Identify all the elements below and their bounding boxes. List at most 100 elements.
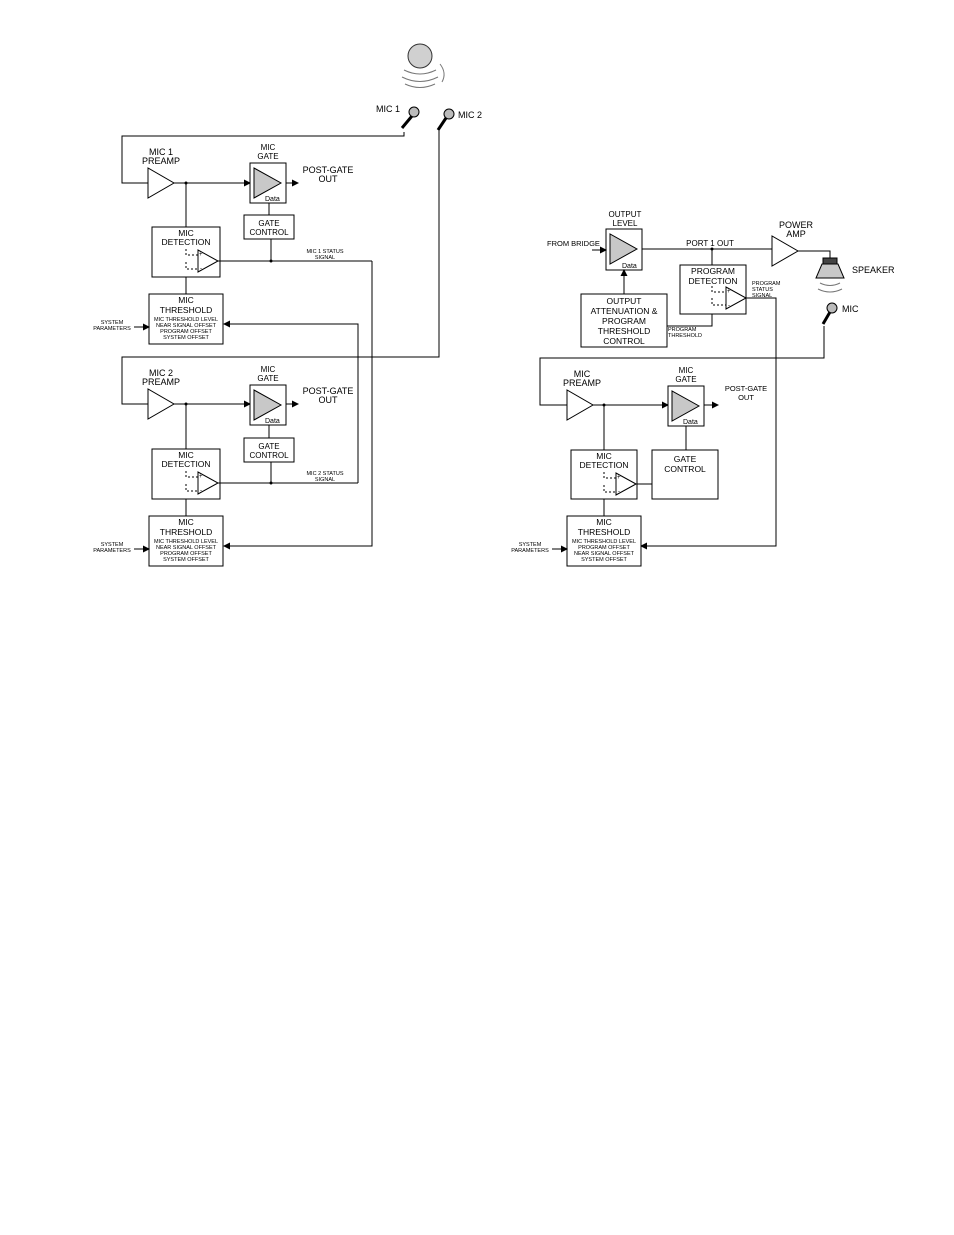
mic-2-detection-line2: DETECTION — [161, 459, 210, 469]
output-attenuation-line3: PROGRAM — [602, 316, 646, 326]
right-threshold-param-1: MIC THRESHOLD LEVEL — [572, 539, 636, 545]
program-detection-box — [679, 264, 747, 315]
output-attenuation-line5: CONTROL — [603, 336, 645, 346]
right-mic-gate-line2: GATE — [675, 375, 696, 384]
mic-2-threshold-line1: MIC — [178, 517, 194, 527]
left-diagram: MIC 1 MIC 2 MIC 1 PREAMP MIC GATE Data P… — [93, 43, 482, 567]
output-attenuation-line4: THRESHOLD — [598, 326, 650, 336]
mic-1-preamp-amplifier — [147, 167, 176, 199]
mic-threshold-label-line2: THRESHOLD — [160, 305, 212, 315]
mic-2-threshold-param-4: SYSTEM OFFSET — [163, 557, 209, 563]
mic-1-gate-control-box — [243, 214, 295, 240]
program-status-line1: PROGRAM — [752, 281, 781, 287]
right-diagram: OUTPUT LEVEL Data FROM BRIDGE PORT 1 OUT… — [511, 210, 895, 567]
program-detection-line2: DETECTION — [688, 276, 737, 286]
right-mic-threshold-line2: THRESHOLD — [578, 527, 630, 537]
right-threshold-param-4: SYSTEM OFFSET — [581, 557, 627, 563]
mic-2-gate-label-line2: GATE — [257, 374, 278, 383]
channel-2: MIC 2 PREAMP MIC GATE Data POST-GATE OUT… — [93, 320, 359, 567]
mic-2-detection-line1: MIC — [178, 450, 194, 460]
mic-1-preamp-label-line1: MIC 1 — [149, 147, 173, 157]
mic-preamp-line1: MIC — [574, 369, 591, 379]
svg-text:-: - — [200, 488, 202, 494]
mic-label: MIC — [842, 304, 859, 314]
system-parameters-line1: SYSTEM — [101, 320, 124, 326]
mic-2-threshold-param-1: MIC THRESHOLD LEVEL — [154, 539, 218, 545]
svg-text:+: + — [199, 474, 203, 480]
mic-2-gate-label-line1: MIC — [261, 365, 276, 374]
mic-detection-label-line2: DETECTION — [161, 237, 210, 247]
right-post-gate-out-line1: POST-GATE — [725, 384, 767, 393]
mic-2-system-parameters-line1: SYSTEM — [101, 542, 124, 548]
mic-icon — [821, 302, 838, 325]
svg-text:+: + — [727, 289, 731, 295]
output-level-line1: OUTPUT — [609, 210, 642, 219]
speaker-icon — [815, 257, 845, 293]
svg-text:-: - — [728, 303, 730, 309]
channel-1: MIC 1 PREAMP MIC GATE Data POST-GATE OUT… — [93, 143, 373, 550]
threshold-param-2: NEAR SIGNAL OFFSET — [156, 323, 217, 329]
svg-text:+: + — [199, 252, 203, 258]
power-amp-line1: POWER — [779, 220, 814, 230]
program-detection-line1: PROGRAM — [691, 266, 735, 276]
mic-preamp-line2: PREAMP — [563, 378, 601, 388]
right-mic-gate-data: Data — [683, 419, 698, 426]
right-mic-threshold-line1: MIC — [596, 517, 612, 527]
mic-2-status-line2: SIGNAL — [315, 477, 335, 483]
speaker-label: SPEAKER — [852, 265, 895, 275]
right-mic-gate-line1: MIC — [679, 366, 694, 375]
svg-text:-: - — [618, 489, 620, 495]
output-attenuation-box — [580, 293, 668, 348]
program-threshold-line2: THRESHOLD — [668, 333, 702, 339]
power-amp-line2: AMP — [786, 229, 806, 239]
mic-1-label: MIC 1 — [376, 104, 400, 114]
right-threshold-param-2: PROGRAM OFFSET — [578, 545, 630, 551]
mic-2-preamp-label-line1: MIC 2 — [149, 368, 173, 378]
mic-2-gate-control-box — [243, 437, 295, 463]
mic-2-threshold-line2: THRESHOLD — [160, 527, 212, 537]
mic-1-status-line1: MIC 1 STATUS — [306, 249, 343, 255]
gate-control-label-line2: CONTROL — [249, 228, 289, 237]
mic-1-preamp-label-line2: PREAMP — [142, 156, 180, 166]
right-mic-threshold-box — [566, 515, 642, 567]
talker-head-icon — [401, 43, 445, 88]
program-status-line3: SIGNAL — [752, 293, 772, 299]
from-bridge-label: FROM BRIDGE — [547, 239, 600, 248]
threshold-param-3: PROGRAM OFFSET — [160, 329, 212, 335]
mic-threshold-label-line1: MIC — [178, 295, 194, 305]
right-post-gate-out-line2: OUT — [738, 393, 754, 402]
right-mic-detection-line2: DETECTION — [579, 460, 628, 470]
threshold-param-1: MIC THRESHOLD LEVEL — [154, 317, 218, 323]
system-parameters-line2: PARAMETERS — [93, 326, 131, 332]
mic-gate-label-line2: GATE — [257, 152, 278, 161]
mic-1-detection-box — [151, 226, 221, 278]
mic-preamp-amplifier — [566, 389, 595, 421]
mic-2-icon — [436, 108, 455, 131]
mic-detection-label-line1: MIC — [178, 228, 194, 238]
right-system-parameters-line2: PARAMETERS — [511, 548, 549, 554]
mic-1-threshold-box — [148, 293, 224, 345]
right-gate-control-box — [651, 449, 719, 500]
svg-text:-: - — [200, 266, 202, 272]
mic-2-label: MIC 2 — [458, 110, 482, 120]
mic-2-threshold-box — [148, 515, 224, 567]
gate-control-label-line1: GATE — [258, 219, 279, 228]
right-gate-control-line2: CONTROL — [664, 464, 706, 474]
right-threshold-param-3: NEAR SIGNAL OFFSET — [574, 551, 635, 557]
mic-2-gate-control-line1: GATE — [258, 442, 279, 451]
mic-2-post-gate-out-line2: OUT — [319, 395, 339, 405]
svg-text:+: + — [617, 475, 621, 481]
mic-2-detection-box — [151, 448, 221, 500]
mic-2-gate-control-line2: CONTROL — [249, 451, 289, 460]
mic-2-status-line1: MIC 2 STATUS — [306, 471, 343, 477]
program-threshold-line1: PROGRAM — [668, 327, 697, 333]
mic-1-gate-data: Data — [265, 196, 280, 203]
right-system-parameters-line1: SYSTEM — [519, 542, 542, 548]
mic-gate-label-line1: MIC — [261, 143, 276, 152]
mic-2-preamp-amplifier — [147, 388, 176, 420]
output-attenuation-line1: OUTPUT — [607, 296, 642, 306]
post-gate-out-label-line2: OUT — [319, 174, 339, 184]
power-amp-amplifier — [771, 235, 800, 267]
